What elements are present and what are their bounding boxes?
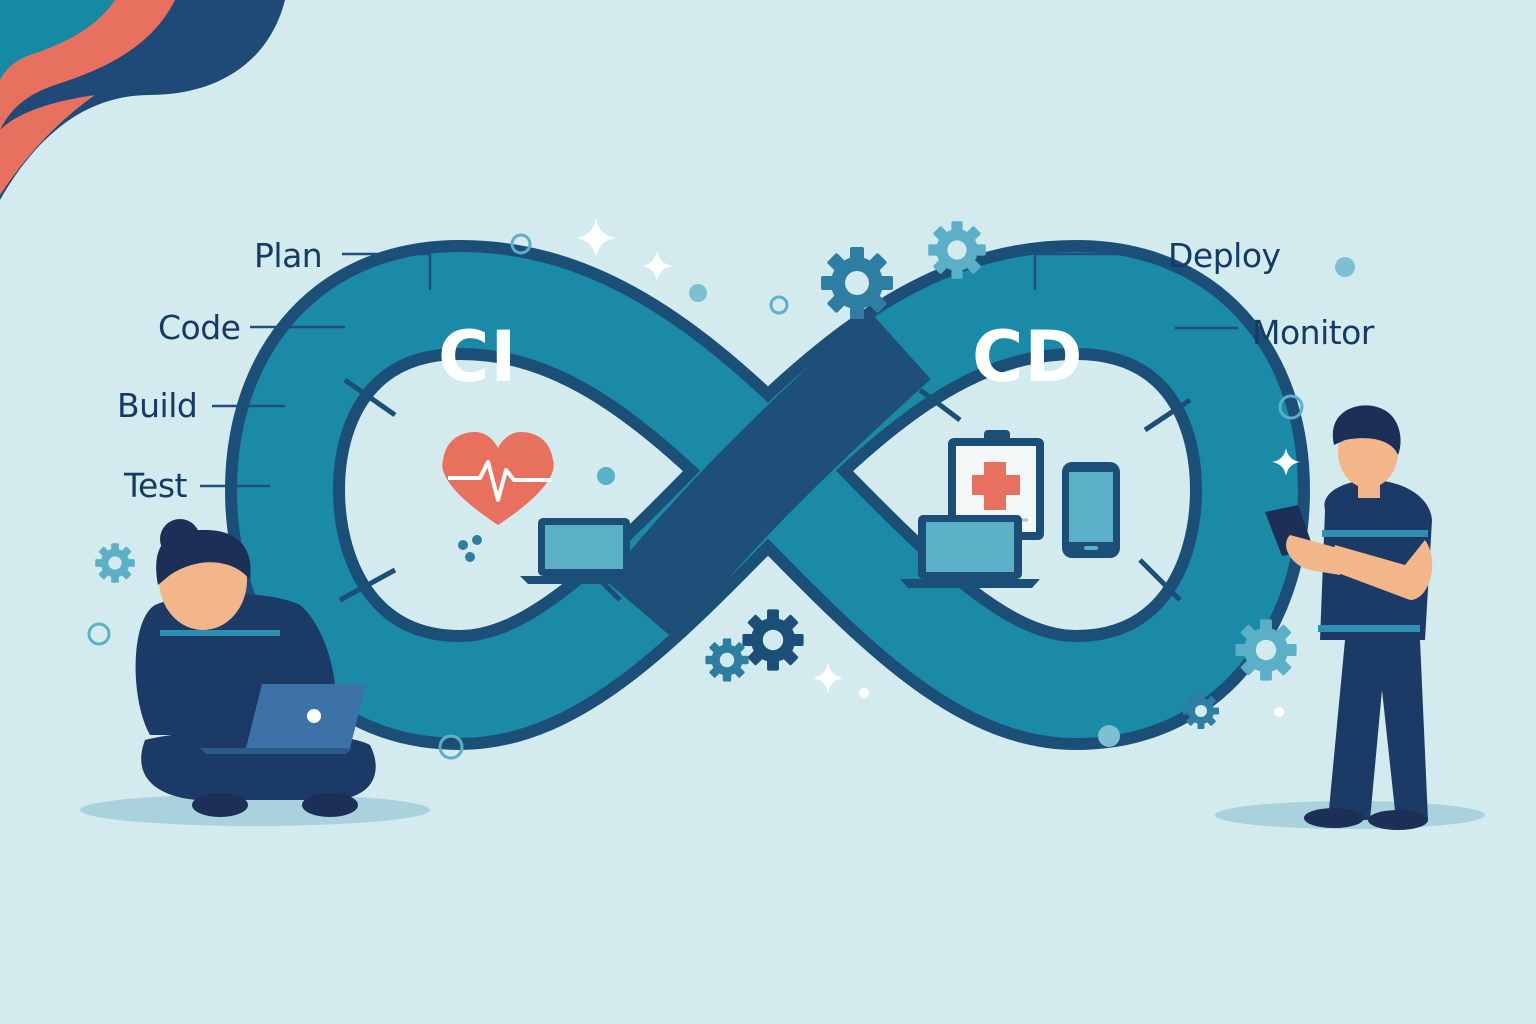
gear-icon [705,638,749,682]
gear-icon [821,247,893,319]
ci-label: CI [438,316,518,398]
sparkle-icon [576,218,616,258]
stage-leader-lines [200,252,1238,488]
stage-label-monitor: Monitor [1252,313,1374,352]
gear-icon [1235,619,1297,681]
gear-icon [742,609,804,671]
developer-man-figure [1265,405,1433,830]
stage-label-deploy: Deploy [1168,236,1281,275]
gear-icon [928,221,986,279]
stage-label-code: Code [158,308,241,347]
gear-icon [1183,693,1219,729]
sparkle-icon [812,662,844,694]
corner-wave-decoration [0,0,285,200]
smartphone-icon [1062,462,1120,558]
bubble-dots [458,535,482,562]
cd-label: CD [972,316,1084,398]
stage-label-build: Build [117,386,198,425]
laptop-icon [520,518,648,584]
stage-label-plan: Plan [254,236,323,275]
laptop-icon [900,515,1040,588]
stage-label-test: Test [124,466,188,505]
developer-woman-figure [135,519,376,817]
sparkle-icon [641,250,673,282]
gear-icon [95,543,135,583]
heart-pulse-icon [442,432,554,525]
